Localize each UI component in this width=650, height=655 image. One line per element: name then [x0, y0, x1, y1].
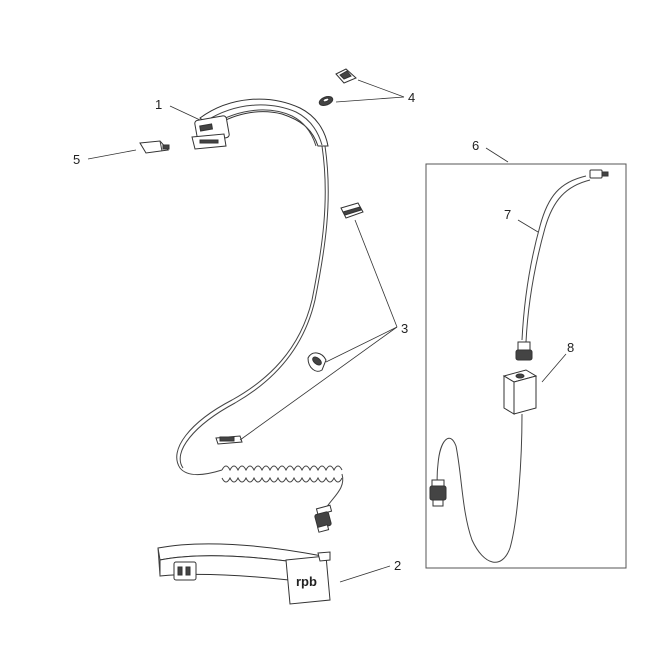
cable-clip-middle	[307, 352, 327, 372]
coiled-cable	[221, 465, 344, 509]
callout-4: 4	[408, 90, 415, 105]
callout-7: 7	[504, 207, 511, 222]
callout-6: 6	[472, 138, 479, 153]
callout-2: 2	[394, 558, 401, 573]
charger-unit	[436, 369, 538, 563]
head-harness	[191, 98, 329, 150]
callout-5: 5	[73, 152, 80, 167]
callout-1: 1	[155, 97, 162, 112]
cable-connector-plug	[314, 504, 333, 533]
callout-3: 3	[401, 321, 408, 336]
fastener-upper	[335, 68, 357, 84]
main-cable	[176, 145, 326, 476]
charger-output-connector	[429, 479, 447, 507]
cable-clip-bottom	[215, 435, 243, 445]
belt-with-battery: rpb	[157, 543, 331, 605]
fastener-lower	[318, 96, 334, 106]
callout-8: 8	[567, 340, 574, 355]
charger-cable	[515, 169, 609, 361]
cable-clip-top	[340, 202, 364, 219]
visor-clip	[139, 140, 170, 154]
kit-boundary-box	[425, 163, 627, 569]
belt-logo: rpb	[296, 574, 317, 589]
